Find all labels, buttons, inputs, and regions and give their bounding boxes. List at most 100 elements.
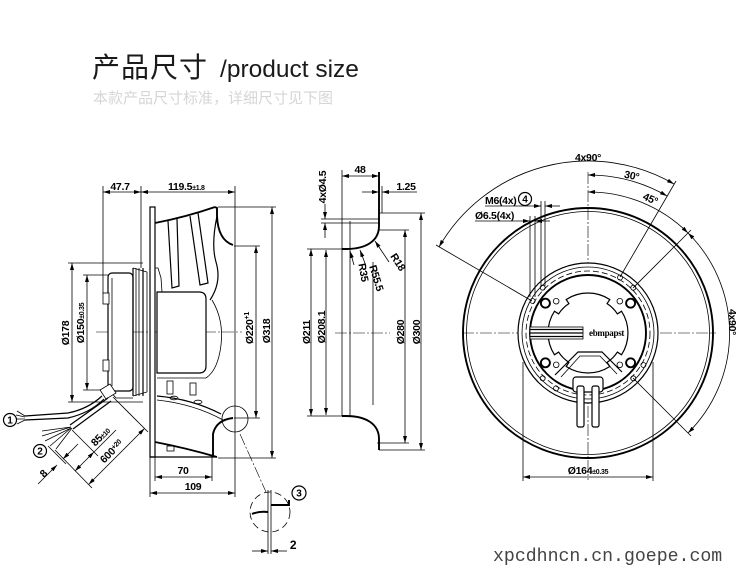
extension-line [47,445,67,465]
dim-value: 119.5 [168,181,193,193]
dimension-line-85 [74,451,95,472]
radius-leader-35 [349,250,355,266]
housing-clip [102,359,110,372]
hub-ring [521,266,655,400]
dim-label-109: 109 [185,481,202,493]
dimension-line-8 [37,464,58,485]
radius-leader-18 [374,240,390,263]
blade-tab [166,380,174,395]
dim-tolerance: ±0.35 [79,302,86,318]
cable-tube [591,385,600,428]
cable-1-wires [15,410,26,425]
angle-label-4x90-right: 4x90° [726,309,738,335]
dim-tolerance: ±0.35 [592,469,608,476]
blade-contour [209,215,219,301]
terminal-cover [560,355,618,378]
dim-label-1-25: 1.25 [396,181,416,193]
extension-line [54,449,93,489]
dim-label-dia-208-1: Ø208.1 [316,310,328,343]
dim-value: Ø164 [568,465,593,477]
dim-label-70: 70 [177,465,189,477]
dim-label-holes: 4xØ4.5 [317,170,329,203]
hub-opening [547,292,629,374]
mounting-hole [630,375,637,382]
dim-label-48: 48 [354,164,366,176]
small-hole [616,298,623,305]
blade-contour [156,399,224,421]
hub-ring [517,262,659,404]
callout-circle [32,443,48,459]
threaded-hole [625,297,637,309]
ring-profile [342,172,380,250]
page-subtitle: 本款产品尺寸标准，详细尺寸见下图 [93,89,334,107]
callout-number: 2 [37,447,43,458]
dim-label-2: 2 [290,538,297,552]
dim-tolerance: +20 [110,438,123,451]
threaded-hole [539,297,551,309]
dim-label-dia-178: Ø178 [60,320,72,345]
mounting-hole [553,385,559,392]
rotor [156,291,207,374]
dim-value: Ø150 [75,318,87,343]
blade-contour [156,395,222,415]
front-view: ebmpapst 4x90° 30° 45° 4x90° M6(4x) 4 Ø6… [435,152,738,481]
rivet [193,399,203,405]
ring-profile [342,415,380,450]
cable-1 [24,395,103,417]
rivet [169,395,179,401]
dim-label-dia-318: Ø318 [261,318,273,343]
small-hole [553,361,560,368]
page-title: 产品尺寸 /product size [92,48,359,90]
blade [189,212,209,286]
mounting-hole [539,375,546,382]
cable-2 [69,397,109,426]
detail-edge [271,500,290,506]
dim-label-dia-280: Ø280 [395,319,407,344]
blade-contour [205,299,222,379]
dim-tolerance: ±1.8 [192,185,205,192]
cable-2 [72,400,112,430]
cable-tube [576,385,585,428]
terminal-cover [554,351,623,376]
thread-label: M6(4x) [485,195,516,207]
title-chinese: 产品尺寸 [92,51,209,84]
radial-line-150 [435,244,533,302]
section-view: 4xØ4.5 48 1.25 R18 R55.5 R35 Ø211 Ø208.1… [301,164,425,451]
threaded-hole [625,357,637,369]
dim-tolerance: +1 [244,312,251,320]
dim-label-dia-164: Ø164±0.35 [568,465,609,477]
impeller-shroud [154,206,216,224]
dimension-line-600 [88,428,145,485]
angle-arc-4x90-right [687,232,730,434]
detail-3: 2 3 [249,485,307,554]
callout-circle-4 [517,191,533,207]
callout-circle [291,485,307,501]
mounting-hole [539,284,546,291]
side-view: 47.7 119.5±1.8 Ø178 Ø150±0.35 Ø220+1 Ø31… [2,181,307,554]
impeller-shroud [154,441,218,458]
cable-1 [24,398,105,421]
radial-line-45 [632,229,692,289]
inlet-curve [214,206,234,246]
dim-value: Ø220 [244,319,256,344]
callout-1: 1 [2,412,18,428]
blade-tab [166,445,175,452]
callout-number: 3 [296,489,302,500]
dim-label-dia-150: Ø150±0.35 [75,302,87,343]
blade-tab [189,382,197,396]
angle-label-45: 45° [641,191,660,208]
detail-edge [251,510,269,515]
callout-circle [2,412,18,428]
callout-number-4: 4 [522,195,528,206]
radial-line-minus-45 [632,377,692,437]
threaded-hole [539,357,551,369]
cable-2-wires [41,426,73,450]
extension-line [112,396,149,433]
callout-number: 1 [7,416,13,427]
small-hole [616,361,623,368]
dim-label-r35: R35 [355,262,370,283]
mounting-hole [640,362,647,368]
hole-label: Ø6.5(4x) [475,210,514,222]
inlet-curve [212,417,234,457]
